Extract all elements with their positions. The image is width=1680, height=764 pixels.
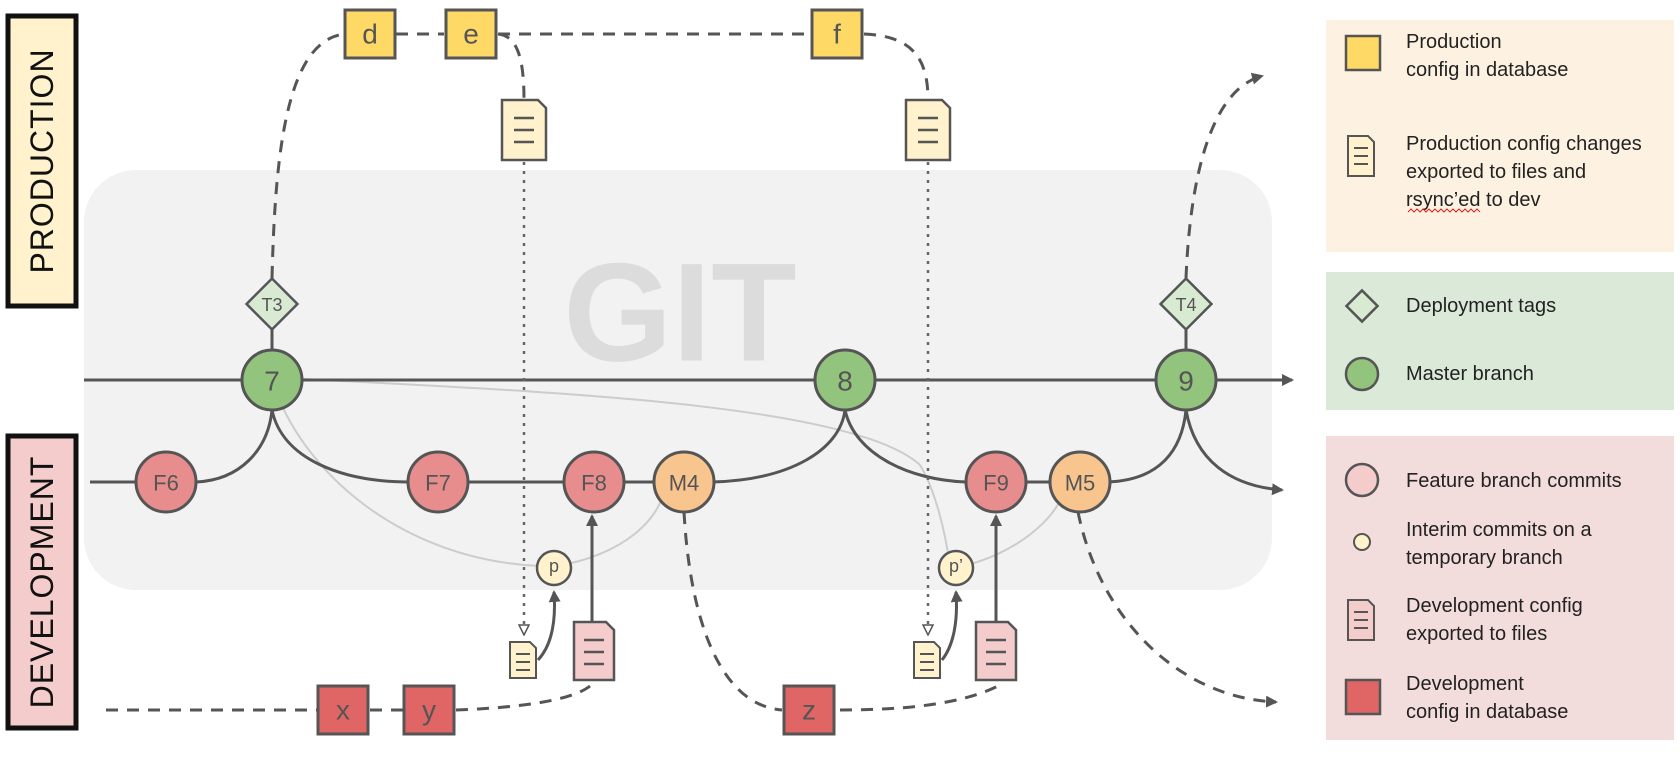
rsync-file-icon-1 [509, 641, 537, 679]
prod-flow-e-to-file [497, 32, 526, 101]
prod-flow-f-to-file [863, 32, 930, 101]
legend-production-panel [1326, 20, 1674, 252]
svg-text:T4: T4 [1175, 295, 1196, 315]
prod-export-file-icon-1 [500, 98, 548, 162]
legend-interim-text-2: temporary branch [1406, 547, 1563, 569]
svg-text:F9: F9 [983, 471, 1009, 496]
legend-prod-db-icon [1344, 34, 1382, 72]
svg-text:F7: F7 [425, 471, 451, 496]
legend-tag-text: Deployment tags [1406, 295, 1556, 317]
dev-flow-m5-out [1076, 511, 1278, 708]
legend-feature-icon [1344, 462, 1380, 498]
branch-m5-to-9 [1107, 409, 1188, 484]
branch-8-to-f9 [843, 409, 967, 484]
svg-text:T3: T3 [261, 295, 282, 315]
production-label-box [5, 13, 79, 309]
branch-f6-to-7 [195, 409, 274, 484]
merge-commit-m5: M5 [1048, 450, 1112, 514]
prod-config-f: f [810, 8, 864, 60]
dev-export-file-icon-1 [572, 620, 616, 682]
prod-export-file-icon-2 [904, 98, 952, 162]
legend-dev-db-icon [1344, 678, 1382, 716]
dev-flow-m4-to-z [682, 511, 783, 712]
prod-config-e: e [444, 8, 498, 60]
legend-prod-file-text-3: rsync’ed to dev [1406, 189, 1541, 211]
interim-branch-curve-1 [271, 379, 541, 567]
legend-dev-db-text-1: Development [1406, 673, 1524, 695]
legend-dev-db-text-2: config in database [1406, 701, 1568, 723]
svg-text:8: 8 [837, 366, 853, 397]
branch-9-out [1184, 409, 1284, 496]
legend-interim-icon [1353, 533, 1371, 551]
master-commit-9: 9 [1154, 348, 1218, 412]
production-label: PRODUCTION [24, 48, 60, 273]
arrow-file-to-p-prime [940, 590, 963, 661]
arrow-file-to-p [536, 590, 561, 662]
legend-dev-file-text-2: exported to files [1406, 623, 1547, 645]
svg-text:d: d [362, 19, 378, 50]
feature-commit-f7: F7 [406, 450, 470, 514]
svg-text:y: y [422, 695, 436, 726]
svg-text:7: 7 [264, 366, 280, 397]
legend-prod-file-text-2: exported to files and [1406, 161, 1586, 183]
prod-flow-t4-out [1184, 72, 1264, 279]
legend-feature-text: Feature branch commits [1406, 470, 1622, 492]
dev-flow-z-to-file [839, 684, 999, 712]
legend-prod-file-text-1: Production config changes [1406, 133, 1642, 155]
svg-text:x: x [336, 695, 350, 726]
svg-text:e: e [463, 19, 479, 50]
dev-flow-y-to-file [455, 684, 591, 712]
legend-development-panel [1326, 436, 1674, 740]
branch-m4-to-8 [711, 409, 847, 484]
legend-prod-file-icon [1347, 135, 1375, 177]
prod-flow-tag-to-d [270, 32, 346, 279]
interim-branch-curve-3 [285, 377, 951, 567]
legend-master-text: Master branch [1406, 363, 1534, 385]
dev-config-x: x [316, 684, 370, 736]
svg-text:9: 9 [1178, 366, 1194, 397]
branch-7-to-f7 [270, 409, 411, 484]
svg-text:p’: p’ [949, 556, 963, 576]
svg-text:F8: F8 [581, 471, 607, 496]
svg-text:M5: M5 [1065, 471, 1096, 496]
svg-text:p: p [549, 556, 559, 576]
prod-config-d: d [343, 8, 397, 60]
deployment-tag-t4: T4 [1158, 276, 1214, 332]
feature-commit-f9: F9 [964, 450, 1028, 514]
legend-prod-db-text-2: config in database [1406, 59, 1568, 81]
svg-text:M4: M4 [669, 471, 700, 496]
legend-dev-file-icon [1347, 599, 1375, 641]
development-label-box [5, 433, 79, 731]
dev-config-y: y [402, 684, 456, 736]
legend-prod-db-text-1: Production [1406, 31, 1502, 53]
dev-export-file-icon-2 [974, 620, 1018, 682]
master-commit-8: 8 [813, 348, 877, 412]
legend-master-panel [1326, 272, 1674, 410]
master-commit-7: 7 [240, 348, 304, 412]
interim-commit-p-prime: p’ [937, 549, 975, 587]
svg-text:z: z [802, 695, 816, 726]
feature-commit-f8: F8 [562, 450, 626, 514]
spellcheck-underline [1407, 208, 1481, 213]
legend-interim-text-1: Interim commits on a [1406, 519, 1592, 541]
svg-text:F6: F6 [153, 471, 179, 496]
rsync-file-icon-2 [913, 641, 941, 679]
merge-commit-m4: M4 [652, 450, 716, 514]
deployment-tag-t3: T3 [244, 276, 300, 332]
legend-dev-file-text-1: Development config [1406, 595, 1583, 617]
git-watermark: GIT [563, 234, 796, 391]
svg-text:f: f [833, 19, 841, 50]
development-label: DEVELOPMENT [24, 456, 60, 709]
dev-config-z: z [782, 684, 836, 736]
legend-master-icon [1344, 356, 1380, 392]
feature-commit-f6: F6 [134, 450, 198, 514]
interim-commit-p: p [535, 549, 573, 587]
legend-tag-icon [1344, 288, 1380, 324]
